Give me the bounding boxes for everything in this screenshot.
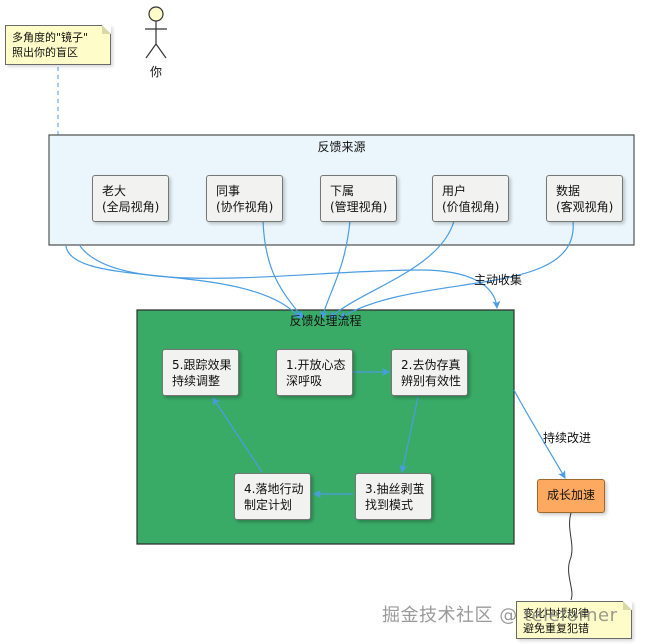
source-user-name: 用户: [442, 184, 467, 198]
source-data: 数据 (客观视角): [546, 175, 623, 222]
process-step-5: 5.跟踪效果 持续调整: [162, 349, 239, 396]
source-subordinate-view: (管理视角): [330, 200, 388, 214]
top-note: 多角度的"镜子" 照出你的盲区: [5, 25, 111, 65]
bottom-note-connector: [568, 512, 573, 601]
source-data-view: (客观视角): [556, 200, 614, 214]
source-boss-name: 老大: [102, 184, 127, 198]
process-step-4-desc: 制定计划: [244, 498, 293, 512]
actor-figure: [145, 6, 167, 59]
source-peer: 同事 (协作视角): [206, 175, 283, 222]
sources-group-title: 反馈来源: [317, 140, 366, 154]
growth-node: 成长加速: [537, 479, 605, 513]
bottom-note-line2: 避免重复犯错: [523, 622, 589, 635]
edge-collect: [79, 245, 501, 309]
process-step-1-desc: 深呼吸: [286, 374, 323, 388]
process-step-4-title: 4.落地行动: [244, 482, 304, 496]
source-peer-view: (协作视角): [216, 200, 274, 214]
source-user: 用户 (价值视角): [432, 175, 509, 222]
source-boss: 老大 (全局视角): [92, 175, 169, 222]
sources-group: 反馈来源: [49, 135, 634, 245]
process-step-2: 2.去伪存真 辨别有效性: [391, 349, 468, 396]
watermark: 掘金技术社区 @ teleforner: [382, 605, 618, 626]
bottom-note: 变化中找规律 避免重复犯错: [516, 601, 632, 639]
process-step-2-title: 2.去伪存真: [401, 358, 461, 372]
process-step-5-desc: 持续调整: [172, 374, 221, 388]
edge-boss: [65, 245, 301, 319]
bottom-note-line1: 变化中找规律: [523, 607, 589, 620]
process-step-2-desc: 辨别有效性: [401, 374, 462, 388]
process-step-1-title: 1.开放心态: [286, 358, 346, 372]
collect-label: 主动收集: [474, 273, 523, 287]
top-note-line1: 多角度的"镜子": [12, 31, 89, 44]
process-step-5-title: 5.跟踪效果: [172, 358, 232, 372]
source-peer-name: 同事: [216, 184, 241, 198]
improve-label: 持续改进: [543, 431, 592, 445]
source-subordinate: 下属 (管理视角): [320, 175, 397, 222]
process-group: 反馈处理流程: [137, 310, 514, 544]
source-boss-view: (全局视角): [102, 200, 160, 214]
source-subordinate-name: 下属: [330, 184, 355, 198]
process-step-3: 3.抽丝剥茧 找到模式: [355, 473, 432, 520]
process-step-4: 4.落地行动 制定计划: [234, 473, 311, 520]
process-step-1: 1.开放心态 深呼吸: [276, 349, 353, 396]
source-user-view: (价值视角): [442, 200, 500, 214]
process-step-3-desc: 找到模式: [365, 498, 414, 512]
actor-label: 你: [150, 65, 163, 79]
process-step-3-title: 3.抽丝剥茧: [365, 482, 425, 496]
source-data-name: 数据: [556, 184, 581, 198]
process-group-title: 反馈处理流程: [289, 314, 362, 328]
top-note-line2: 照出你的盲区: [12, 46, 78, 59]
